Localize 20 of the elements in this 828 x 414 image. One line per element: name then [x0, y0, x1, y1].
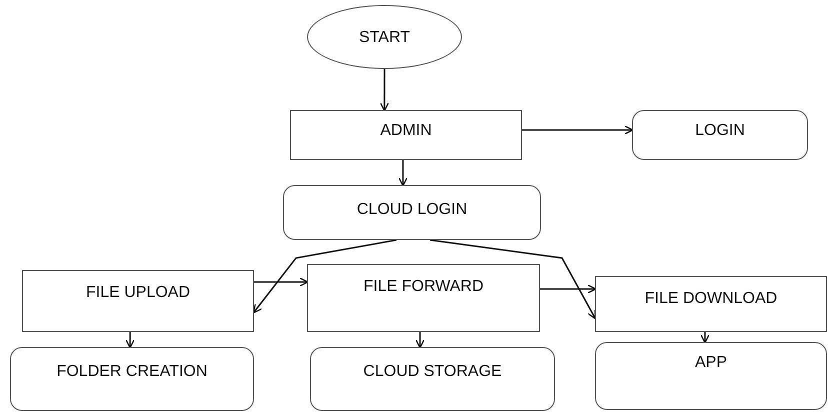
arrow: [522, 125, 634, 135]
arrow: [252, 239, 397, 314]
process-box: [283, 185, 541, 240]
process-box: [307, 264, 540, 332]
arrow: [125, 332, 135, 348]
process-box: [10, 347, 254, 411]
process-box: [632, 110, 808, 160]
process-box: [290, 110, 522, 160]
arrow: [254, 277, 308, 287]
arrow: [700, 332, 710, 344]
arrow: [430, 239, 596, 320]
arrow: [540, 284, 596, 294]
arrow: [415, 332, 425, 348]
process-box: [22, 270, 254, 332]
process-box: [595, 342, 827, 410]
process-box: [310, 347, 555, 411]
arrow: [380, 69, 390, 112]
arrow: [398, 160, 408, 186]
start-ellipse: [307, 5, 462, 69]
process-box: [595, 276, 827, 332]
